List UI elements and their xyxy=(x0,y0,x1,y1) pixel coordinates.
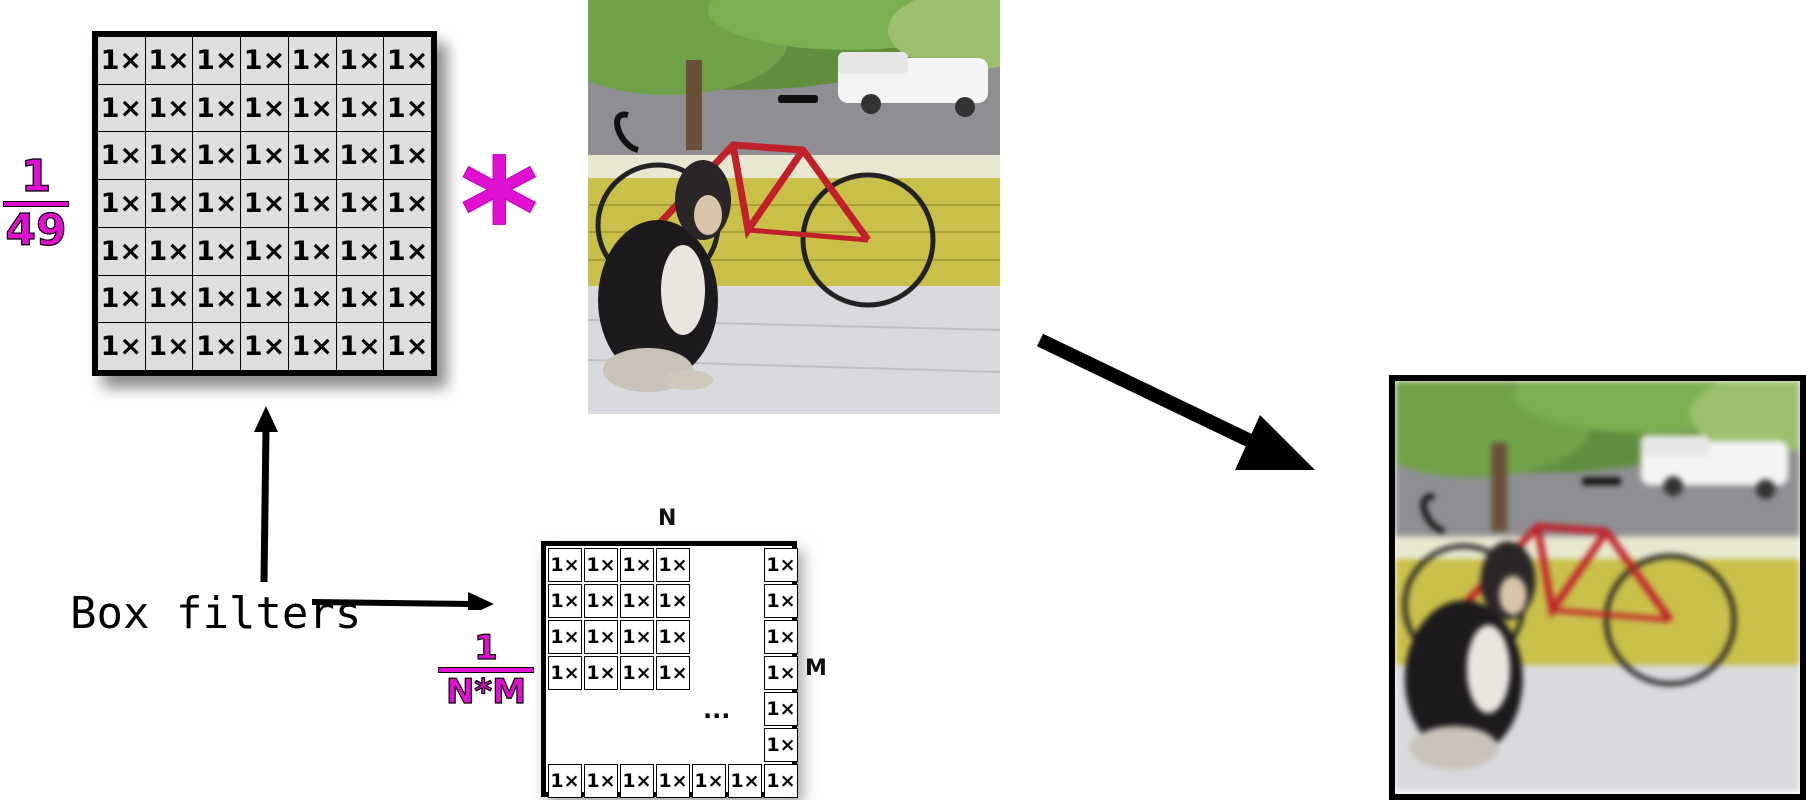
kernel-cell: 1× xyxy=(548,764,582,798)
kernel-cell: 1× xyxy=(193,132,241,180)
kernel-cell: 1× xyxy=(384,180,431,227)
kernel-cell: 1× xyxy=(656,620,690,654)
kernel-cell: 1× xyxy=(98,132,145,180)
kernel-cell: 1× xyxy=(764,620,798,654)
kernel-cell: 1× xyxy=(288,227,336,275)
kernel-cell: 1× xyxy=(336,323,384,370)
kernel-cell: 1× xyxy=(656,584,690,618)
kernel-cell: 1× xyxy=(288,275,336,323)
kernel-cell: 1× xyxy=(241,132,288,180)
output-blurred-photo xyxy=(1389,375,1806,800)
kernel-cell: 1× xyxy=(193,227,241,275)
kernel-cell: 1× xyxy=(336,180,384,227)
kernel-cell: 1× xyxy=(336,37,384,84)
normalization-fraction-49: 1 49 xyxy=(0,151,72,256)
blurred-dog-bicycle-image xyxy=(1395,381,1800,791)
kernel-cell: 1× xyxy=(764,764,798,798)
kernel-cell: 1× xyxy=(193,180,241,227)
kernel-width-label: N xyxy=(658,506,677,531)
kernel-cell: 1× xyxy=(193,37,241,84)
kernel-cell: 1× xyxy=(584,620,618,654)
box-filter-nxm: ... 1×1×1×1×1×1×1×1×1×1×1×1×1×1×1×1×1×1×… xyxy=(541,541,798,798)
kernel-cell: 1× xyxy=(620,764,654,798)
dog-bicycle-image xyxy=(588,0,1000,414)
fraction-bar xyxy=(438,667,534,673)
kernel-cell: 1× xyxy=(193,323,241,370)
kernel-height-label: M xyxy=(805,656,827,681)
fraction-denominator: N*M xyxy=(445,672,527,712)
kernel-cell: 1× xyxy=(764,656,798,690)
kernel-cell: 1× xyxy=(584,584,618,618)
kernel-cell: 1× xyxy=(98,180,145,227)
kernel-cell: 1× xyxy=(145,84,193,132)
source-photo xyxy=(588,0,1000,414)
kernel-cell: 1× xyxy=(145,275,193,323)
kernel-cell: 1× xyxy=(241,227,288,275)
kernel-cell: 1× xyxy=(98,84,145,132)
kernel-cell: 1× xyxy=(98,323,145,370)
kernel-cell: 1× xyxy=(656,548,690,582)
kernel-cell: 1× xyxy=(145,132,193,180)
kernel-cell: 1× xyxy=(764,548,798,582)
kernel-cell: 1× xyxy=(384,37,431,84)
kernel-cell: 1× xyxy=(692,764,726,798)
kernel-cell: 1× xyxy=(241,37,288,84)
kernel-cell: 1× xyxy=(145,180,193,227)
kernel-cell: 1× xyxy=(241,84,288,132)
kernel-cell: 1× xyxy=(336,275,384,323)
kernel-cell: 1× xyxy=(288,37,336,84)
kernel-cell: 1× xyxy=(241,323,288,370)
kernel-cell: 1× xyxy=(384,323,431,370)
kernel-cell: 1× xyxy=(728,764,762,798)
kernel-cell: 1× xyxy=(764,584,798,618)
fraction-denominator: 49 xyxy=(5,205,67,256)
fraction-numerator: 1 xyxy=(474,628,499,668)
kernel-cell: 1× xyxy=(145,227,193,275)
caption-arrows xyxy=(254,406,494,610)
kernel-ellipsis: ... xyxy=(703,696,731,724)
kernel-cell: 1× xyxy=(584,764,618,798)
kernel-cell: 1× xyxy=(288,323,336,370)
normalization-fraction-nm: 1 N*M xyxy=(436,628,536,712)
kernel-cell: 1× xyxy=(548,656,582,690)
kernel-cell: 1× xyxy=(288,132,336,180)
kernel-cell: 1× xyxy=(336,227,384,275)
kernel-cell: 1× xyxy=(288,180,336,227)
kernel-cell: 1× xyxy=(620,584,654,618)
kernel-cell: 1× xyxy=(241,180,288,227)
kernel-cell: 1× xyxy=(548,584,582,618)
result-arrow xyxy=(1036,333,1315,470)
kernel-cell: 1× xyxy=(145,323,193,370)
kernel-cell: 1× xyxy=(288,84,336,132)
kernel-cell: 1× xyxy=(764,728,798,762)
kernel-cell: 1× xyxy=(193,275,241,323)
kernel-cell: 1× xyxy=(384,132,431,180)
box-filters-caption: Box filters xyxy=(70,588,362,639)
kernel-cell: 1× xyxy=(548,548,582,582)
kernel-cell: 1× xyxy=(548,620,582,654)
kernel-cell: 1× xyxy=(336,84,384,132)
fraction-bar xyxy=(3,201,69,207)
kernel-cell: 1× xyxy=(98,227,145,275)
kernel-cell: 1× xyxy=(336,132,384,180)
kernel-cell: 1× xyxy=(764,692,798,726)
kernel-cell: 1× xyxy=(620,656,654,690)
kernel-cell: 1× xyxy=(584,548,618,582)
kernel-cell: 1× xyxy=(656,764,690,798)
kernel-cell: 1× xyxy=(145,37,193,84)
kernel-cell: 1× xyxy=(584,656,618,690)
kernel-cell: 1× xyxy=(620,548,654,582)
kernel-cell: 1× xyxy=(656,656,690,690)
kernel-cell: 1× xyxy=(384,275,431,323)
convolution-operator: * xyxy=(459,128,539,302)
kernel-cell: 1× xyxy=(98,275,145,323)
kernel-cell: 1× xyxy=(98,37,145,84)
kernel-cell: 1× xyxy=(241,275,288,323)
kernel-cell: 1× xyxy=(384,84,431,132)
kernel-cell: 1× xyxy=(620,620,654,654)
box-filter-7x7: 1×1×1×1×1×1×1×1×1×1×1×1×1×1×1×1×1×1×1×1×… xyxy=(92,31,437,376)
fraction-numerator: 1 xyxy=(20,151,52,202)
kernel-cell: 1× xyxy=(193,84,241,132)
kernel-cell: 1× xyxy=(384,227,431,275)
